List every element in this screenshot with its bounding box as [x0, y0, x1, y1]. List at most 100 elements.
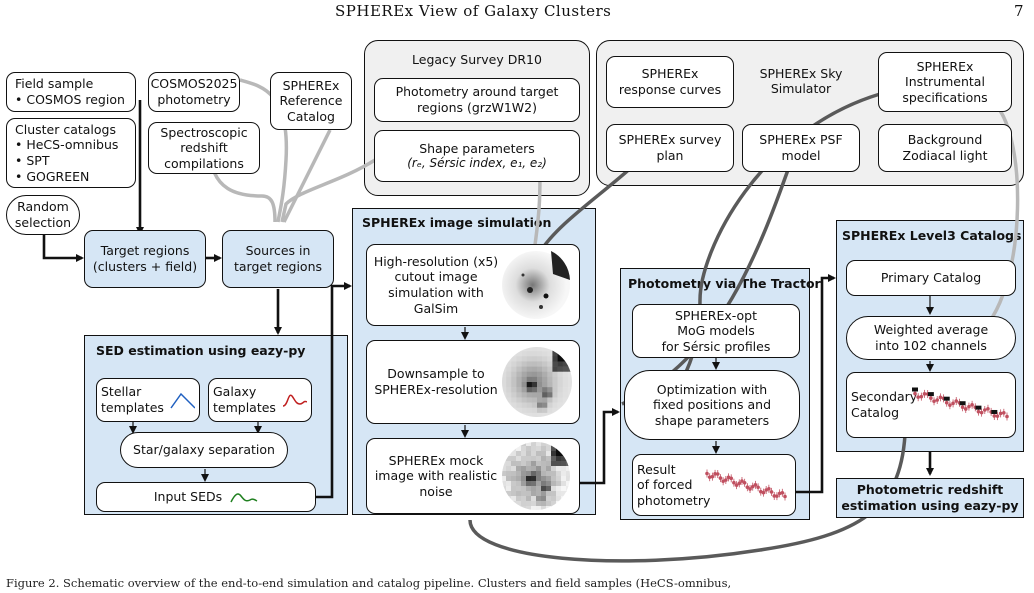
image-pixel [561, 481, 567, 487]
image-simulation-title: SPHEREx image simulation [362, 215, 552, 230]
image-pixel [537, 356, 543, 362]
image-pixel [531, 351, 538, 357]
image-pixel [537, 376, 543, 383]
image-pixel [531, 471, 537, 477]
photometry-point [740, 479, 744, 483]
image-pixel [506, 476, 512, 482]
image-pixel [502, 506, 507, 510]
image-pixel [562, 387, 569, 393]
image-pixel [526, 376, 533, 383]
image-pixel [547, 361, 553, 367]
image-pixel [526, 506, 532, 510]
image-pixel [516, 501, 522, 507]
image-pixel [557, 382, 564, 388]
image-pixel [502, 397, 507, 403]
image-pixel [506, 446, 512, 452]
image-pixel [531, 356, 538, 362]
image-pixel [537, 347, 543, 352]
image-pixel [511, 402, 517, 409]
downsampled-image [502, 347, 572, 417]
image-pixel [552, 356, 558, 362]
weighted-average-box: Weighted average into 102 channels [846, 316, 1016, 360]
photometry-point [767, 486, 771, 491]
image-pixel [546, 501, 552, 507]
downsample-label: Downsample to SPHEREx-resolution [374, 366, 498, 397]
image-pixel [526, 486, 532, 492]
image-pixel [546, 446, 552, 452]
photometry-point [745, 485, 750, 490]
image-pixel [506, 506, 512, 510]
optimization-box: Optimization with fixed positions and sh… [624, 370, 800, 440]
image-pixel [526, 392, 533, 398]
photometry-point [713, 472, 717, 476]
stellar-templates-box: Stellar templates [96, 378, 200, 422]
image-pixel [531, 486, 537, 492]
image-pixel [521, 371, 528, 378]
image-pixel [536, 481, 542, 487]
image-pixel [547, 347, 553, 352]
image-pixel [546, 506, 552, 510]
image-pixel [521, 496, 527, 502]
image-pixel [567, 392, 572, 398]
image-pixel [511, 461, 517, 467]
instrumental-specs-box: SPHEREx Instrumental specifications [878, 52, 1012, 112]
image-pixel [506, 356, 512, 362]
image-pixel [521, 361, 528, 367]
image-pixel [511, 366, 517, 373]
image-pixel [526, 407, 533, 414]
image-pixel [531, 466, 537, 472]
image-pixel [502, 461, 507, 467]
psf-model-box: SPHEREx PSF model [742, 124, 860, 172]
image-pixel [536, 451, 542, 457]
sky-simulator-title: SPHEREx Sky Simulator [759, 66, 843, 96]
image-pixel [536, 456, 542, 462]
photoz-box: Photometric redshift estimation using ea… [836, 478, 1024, 518]
image-pixel [506, 496, 512, 502]
image-pixel [537, 351, 543, 357]
image-pixel [547, 402, 553, 409]
secondary-catalog-plot [912, 387, 1009, 421]
photometry-point [764, 488, 768, 492]
channel-marker [927, 392, 934, 397]
image-pixel [536, 486, 542, 492]
image-pixel [511, 356, 517, 362]
image-pixel [566, 446, 570, 452]
image-pixel [521, 392, 528, 398]
random-selection-box: Random selection [6, 195, 80, 235]
legacy-survey-title: Legacy Survey DR10 [412, 52, 542, 67]
image-pixel [536, 496, 542, 502]
photometry-point [734, 483, 739, 487]
image-pixel [566, 481, 570, 487]
photometry-point [761, 490, 766, 495]
spectroscopic-box: Spectroscopic redshift compilations [148, 122, 260, 174]
image-pixel [521, 446, 527, 452]
image-pixel [567, 412, 572, 417]
image-pixel [566, 491, 570, 497]
image-pixel [541, 471, 547, 477]
image-pixel [536, 501, 542, 507]
image-pixel [531, 461, 537, 467]
image-pixel [551, 446, 557, 452]
image-pixel [531, 402, 538, 409]
image-pixel [531, 476, 537, 482]
image-pixel [516, 446, 522, 452]
channel-marker [991, 409, 998, 414]
image-pixel [526, 397, 533, 403]
image-pixel [536, 471, 542, 477]
image-pixel [541, 491, 547, 497]
image-pixel [536, 461, 542, 467]
image-pixel [531, 456, 537, 462]
photometry-point [1002, 411, 1006, 415]
image-pixel [551, 442, 557, 447]
image-pixel [561, 491, 567, 497]
image-pixel [531, 392, 538, 398]
image-pixel [547, 382, 553, 388]
image-pixel [552, 347, 558, 352]
image-pixel [521, 366, 528, 373]
image-pixel [552, 351, 558, 357]
photometry-point [986, 406, 990, 411]
image-pixel [521, 481, 527, 487]
image-pixel [542, 347, 548, 352]
image-pixel [537, 402, 543, 409]
image-pixel [567, 351, 572, 357]
